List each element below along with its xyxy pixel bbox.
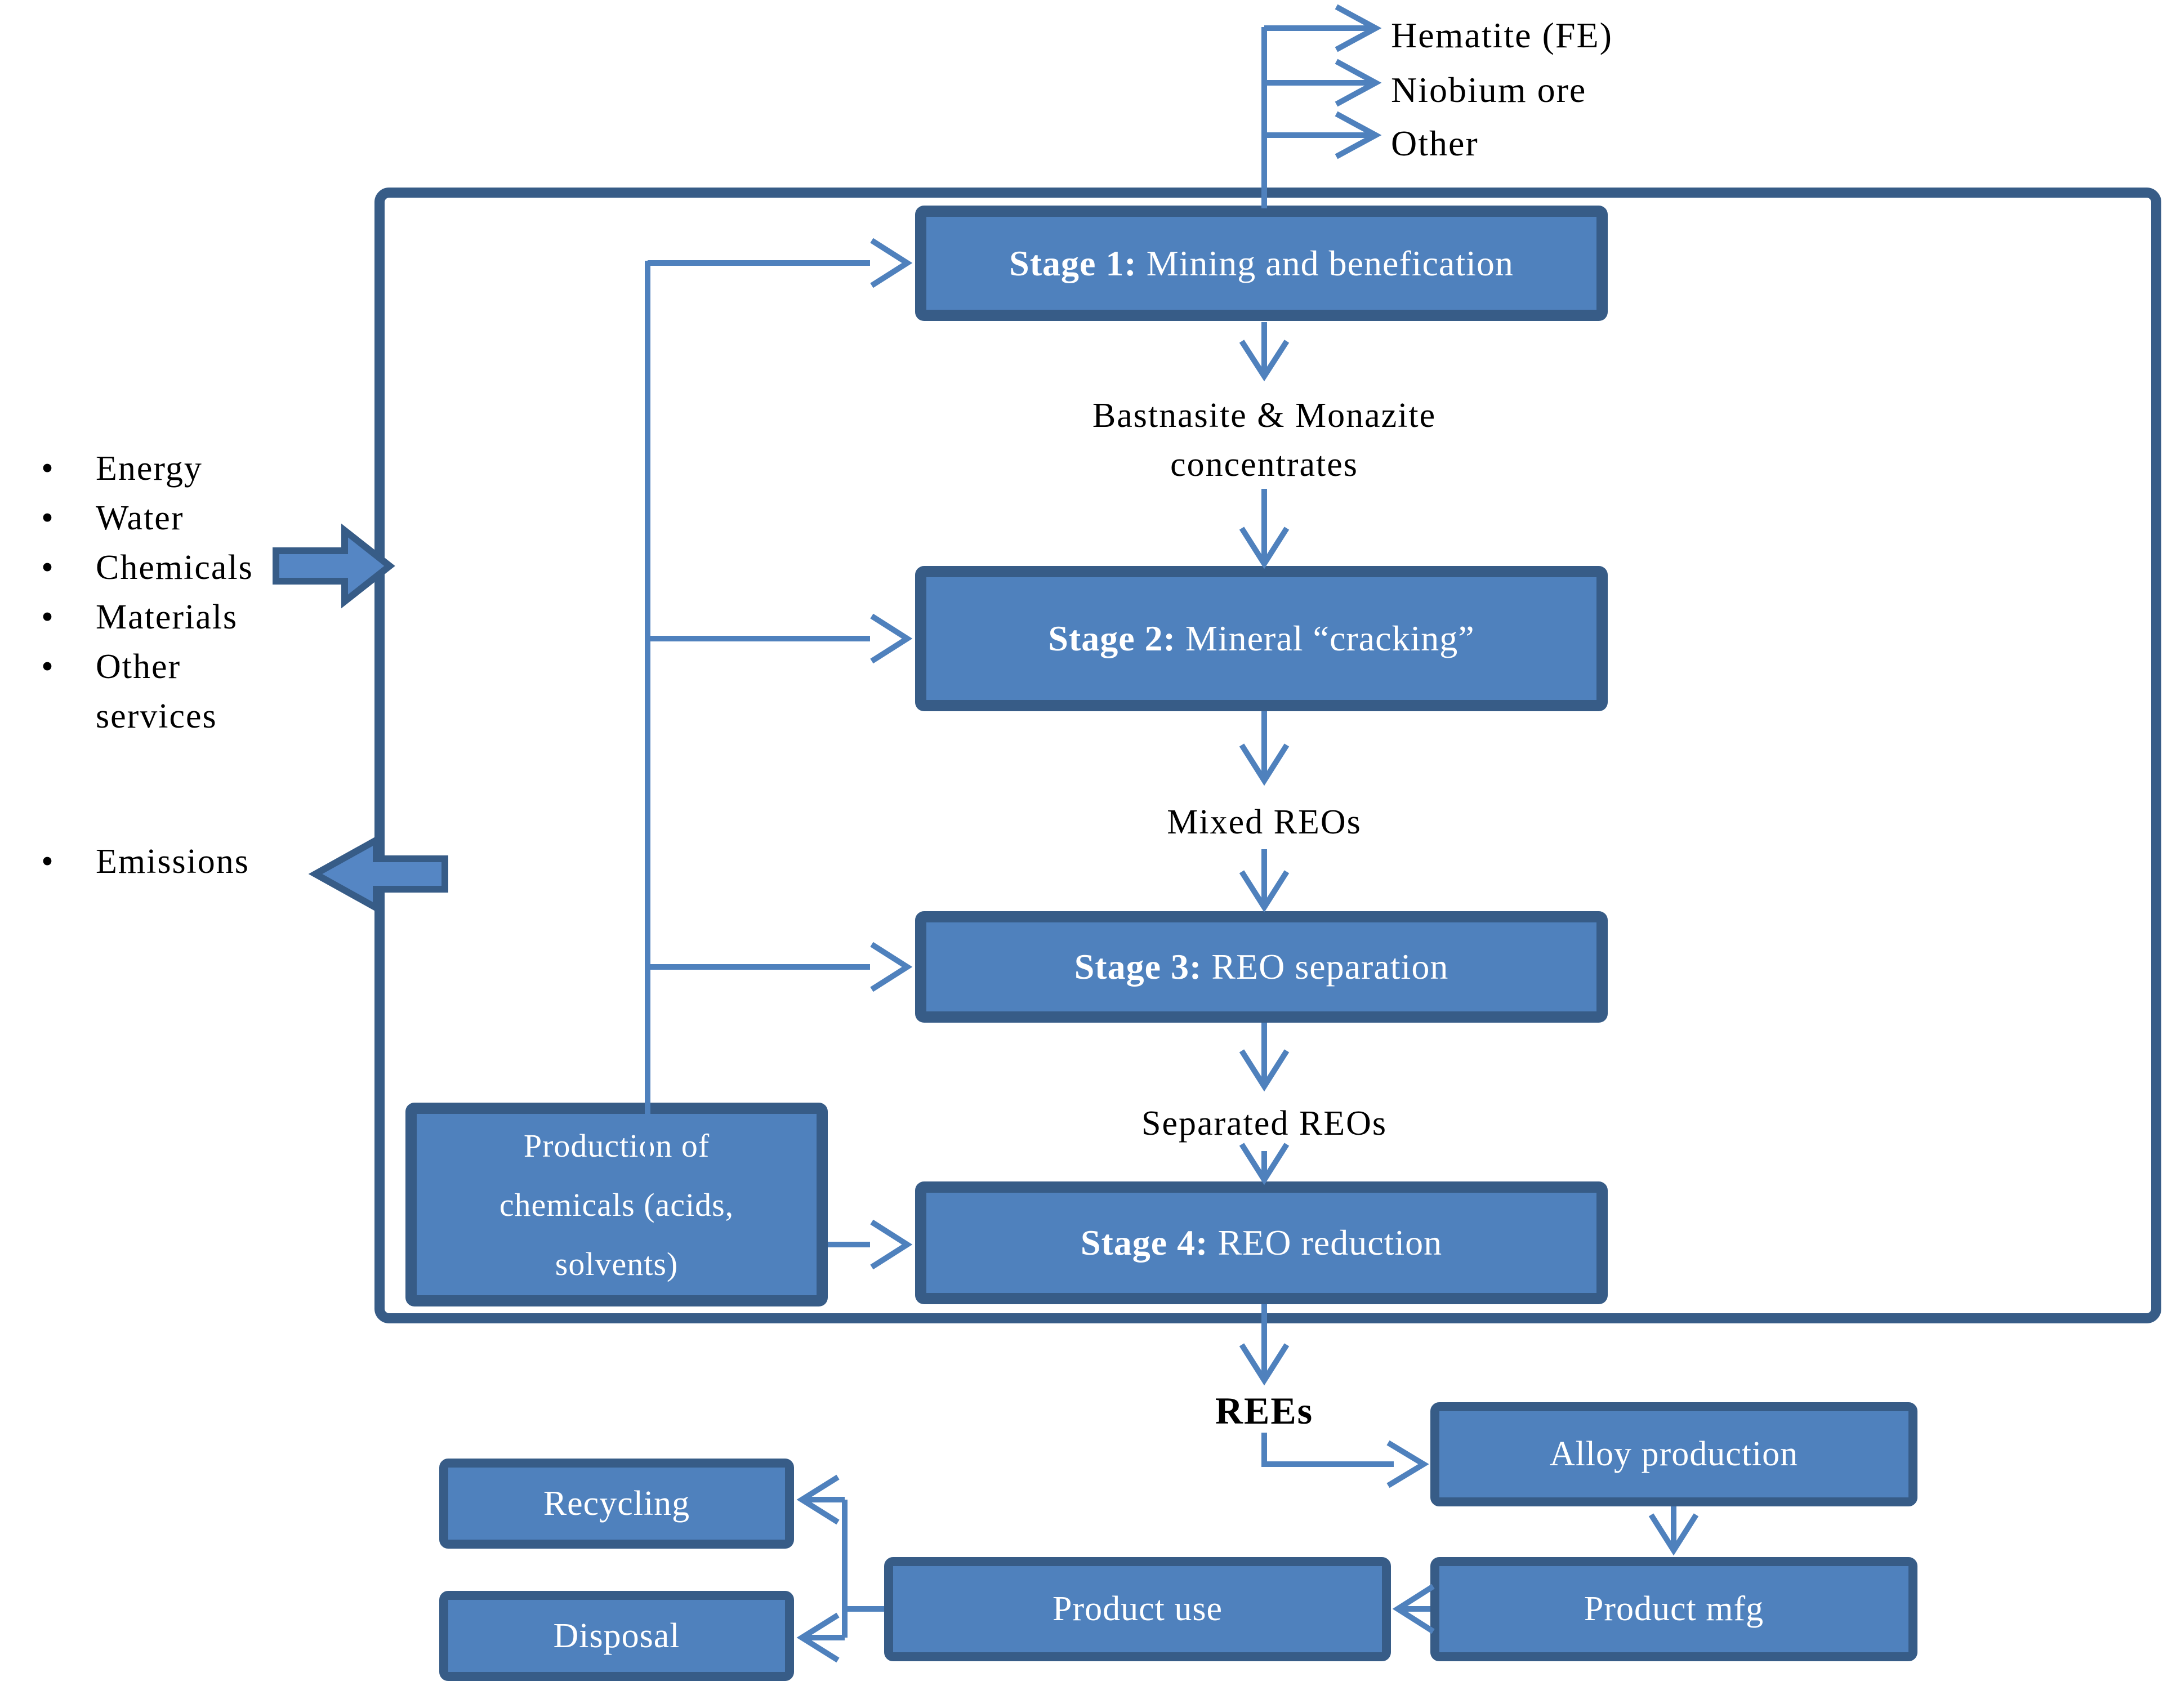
chemicals-production-box: Production of chemicals (acids, solvents… bbox=[405, 1103, 828, 1306]
arrowhead-left-icon bbox=[796, 1612, 840, 1663]
flow-label-concentrates: concentrates bbox=[1170, 445, 1358, 484]
stage4-box: Stage 4: REO reduction bbox=[915, 1181, 1608, 1304]
recycling-box: Recycling bbox=[439, 1459, 794, 1549]
output-label-other: Other bbox=[1391, 123, 1479, 163]
arrowhead-right-icon bbox=[1335, 111, 1382, 159]
disposal-box: Disposal bbox=[439, 1591, 794, 1681]
flow-label-bastnasite: Bastnasite & Monazite bbox=[1092, 396, 1437, 435]
product-mfg-box: Product mfg bbox=[1430, 1557, 1917, 1661]
list-item-chemicals: • Chemicals bbox=[0, 542, 372, 593]
bullet-icon: • bbox=[41, 842, 55, 881]
flow-label-separated-reos: Separated REOs bbox=[1141, 1104, 1388, 1143]
stage3-box: Stage 3: REO separation bbox=[915, 911, 1608, 1023]
flow-label-mixed-reos: Mixed REOs bbox=[1167, 802, 1362, 841]
arrowhead-left-icon bbox=[1392, 1584, 1435, 1634]
output-label-hematite: Hematite (FE) bbox=[1391, 15, 1613, 55]
list-item-services-cont: services bbox=[96, 697, 217, 735]
system-boundary-rectangle bbox=[374, 188, 2161, 1323]
arrowhead-down-icon bbox=[1239, 1343, 1290, 1386]
alloy-production-box: Alloy production bbox=[1430, 1402, 1917, 1506]
arrowhead-left-icon bbox=[796, 1474, 840, 1525]
list-item-energy: • Energy bbox=[0, 443, 372, 494]
output-label-niobium: Niobium ore bbox=[1391, 70, 1587, 110]
stage1-box: Stage 1: Mining and benefication bbox=[915, 206, 1608, 321]
arrowhead-right-icon bbox=[1386, 1440, 1429, 1488]
arrowhead-down-icon bbox=[1648, 1513, 1699, 1556]
bullet-icon: • bbox=[41, 449, 55, 488]
product-use-box: Product use bbox=[884, 1557, 1391, 1661]
list-item-materials: • Materials bbox=[0, 592, 372, 643]
list-item-other-services: • Other bbox=[0, 641, 372, 692]
bullet-icon: • bbox=[41, 597, 55, 636]
list-item-water: • Water bbox=[0, 493, 372, 543]
bullet-icon: • bbox=[41, 647, 55, 686]
bullet-icon: • bbox=[41, 498, 55, 537]
arrowhead-right-icon bbox=[1335, 59, 1382, 107]
stage2-box: Stage 2: Mineral “cracking” bbox=[915, 566, 1608, 711]
list-item-emissions: • Emissions bbox=[0, 836, 372, 887]
rees-to-alloy-elbow bbox=[1261, 1433, 1394, 1467]
flow-label-rees: REEs bbox=[1215, 1389, 1314, 1432]
arrowhead-right-icon bbox=[1335, 4, 1382, 52]
use-branch-connector bbox=[842, 1500, 884, 1638]
bullet-icon: • bbox=[41, 548, 55, 587]
